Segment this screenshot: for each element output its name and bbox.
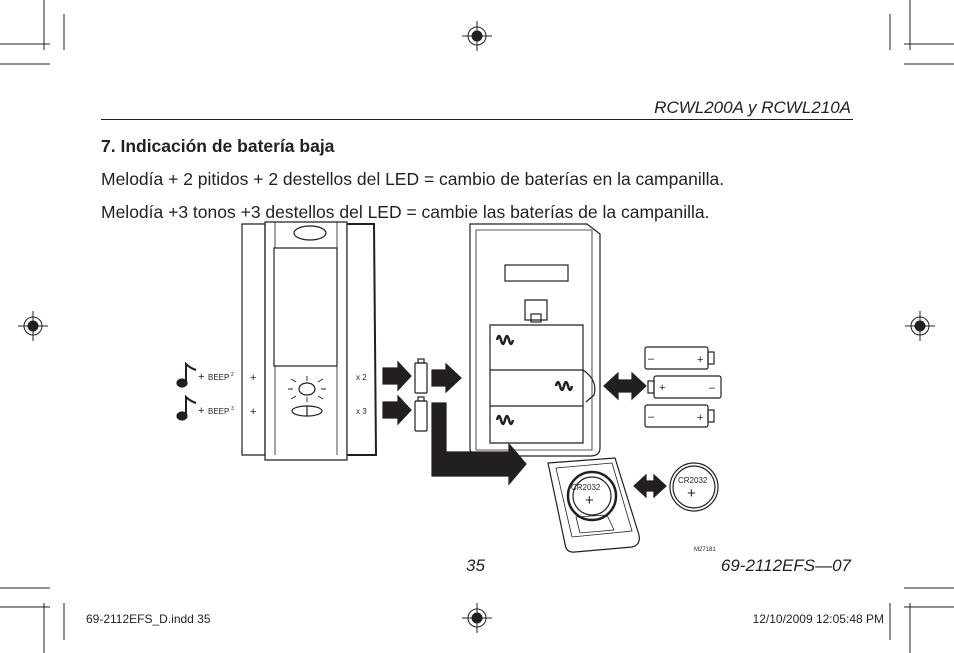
transmitter-open <box>547 457 640 553</box>
music-note-icon-2 <box>176 394 197 421</box>
header-rule <box>101 119 853 120</box>
instruction-line-2: Melodía +3 tonos +3 destellos del LED = … <box>101 202 710 222</box>
coin-cell-label: CR2032 <box>678 476 708 485</box>
arrow-right-icon <box>382 360 412 392</box>
page-number: 35 <box>466 556 485 575</box>
beep-label-2-sup: 3 <box>231 406 234 412</box>
count-label-x3: x 3 <box>356 407 367 416</box>
plus-sign: + <box>659 382 665 394</box>
plus-sign: + <box>198 405 204 417</box>
plus-sign: + <box>697 354 703 366</box>
beep-label-1-sup: 2 <box>231 372 234 378</box>
minus-sign: – <box>709 382 716 394</box>
aaa-battery-icon <box>414 400 428 432</box>
led-rays <box>288 376 326 402</box>
slug-timestamp: 12/10/2009 12:05:48 PM <box>752 612 884 626</box>
arrow-elbow-icon <box>431 402 527 486</box>
registration-mark-right <box>905 311 935 341</box>
count-label-x2: x 2 <box>356 373 367 382</box>
document-id: 69-2112EFS—07 <box>720 556 851 575</box>
slug-file-info: 69-2112EFS_D.indd 35 <box>86 612 211 626</box>
coin-cell-battery-icon <box>669 462 719 512</box>
coin-plus-sign: + <box>687 485 696 502</box>
music-note-icon-1 <box>176 361 197 388</box>
coin-plus-sign: + <box>585 492 594 509</box>
registration-mark-top <box>462 21 492 51</box>
plus-sign: + <box>250 372 256 384</box>
beep-label-1: BEEP <box>208 373 229 382</box>
swap-arrow-icon <box>603 371 647 401</box>
plus-sign: + <box>697 412 703 424</box>
chime-back-open <box>469 223 601 457</box>
led-icon <box>298 382 316 396</box>
beep-label-2: BEEP <box>208 407 229 416</box>
instruction-line-1: Melodía + 2 pitidos + 2 destellos del LE… <box>101 169 725 189</box>
arrow-right-icon <box>431 362 462 394</box>
minus-sign: – <box>648 411 655 423</box>
chime-front <box>241 221 378 461</box>
plus-sign: + <box>250 406 256 418</box>
plus-sign: + <box>198 371 204 383</box>
coin-cell-label-in-remote: CR2032 <box>571 483 601 492</box>
section-title: 7. Indicación de batería baja <box>101 136 335 156</box>
registration-mark-bottom <box>462 603 492 633</box>
aaa-battery-icon <box>414 362 428 394</box>
swap-arrow-icon <box>633 473 667 499</box>
figure-id: M27181 <box>694 547 716 553</box>
minus-sign: – <box>648 353 655 365</box>
running-header-model: RCWL200A y RCWL210A <box>654 98 851 117</box>
registration-mark-left <box>18 311 48 341</box>
arrow-right-icon <box>382 394 412 426</box>
